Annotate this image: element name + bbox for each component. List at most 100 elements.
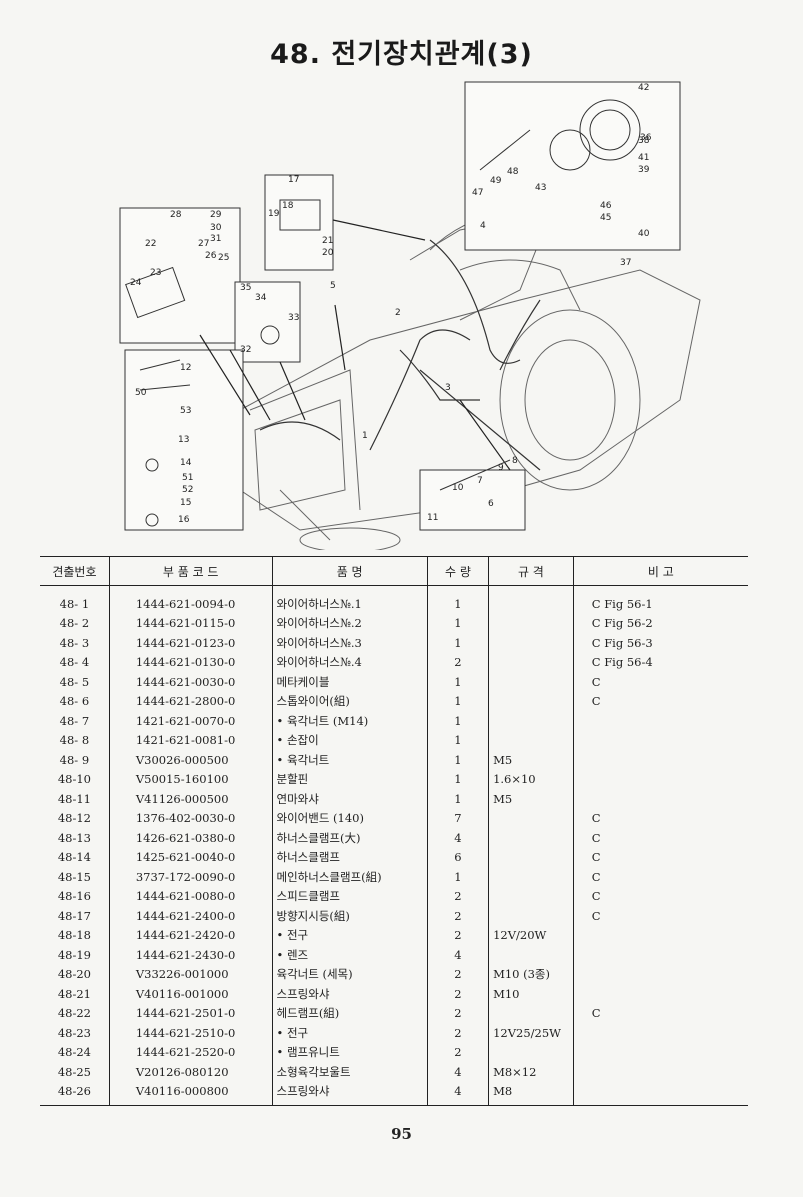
cell-no: 48- 4 (59, 655, 90, 670)
cell-no: 48-21 (57, 986, 91, 1001)
callout-number: 31 (210, 234, 221, 244)
cell-remark: C (572, 672, 748, 692)
cell-code: 1444-621-0030-0 (108, 672, 272, 692)
cell-qty: 2 (426, 964, 489, 984)
cell-code: V40116-000800 (108, 1081, 272, 1106)
callout-number: 27 (198, 239, 209, 249)
cell-remark: C (572, 691, 748, 711)
callout-number: 19 (268, 209, 280, 219)
cell-code: 1421-621-0081-0 (108, 730, 272, 750)
cell-remark (572, 925, 748, 945)
cell-code: 1426-621-0380-0 (108, 828, 272, 848)
callout-number: 10 (452, 483, 464, 493)
cell-qty: 2 (426, 925, 489, 945)
cell-name: 연마와샤 (271, 789, 428, 809)
cell-spec (488, 691, 574, 711)
cell-no: 48- 3 (59, 635, 90, 650)
cell-name: 와이어하너스№.1 (271, 585, 428, 614)
cell-spec (488, 847, 574, 867)
cell-no: 48-18 (57, 928, 91, 943)
cell-code: 1444-621-0115-0 (108, 613, 272, 633)
cell-no: 48-10 (57, 772, 91, 787)
cell-name: 와이어하너스№.3 (271, 633, 428, 653)
cell-no: 48- 7 (59, 713, 90, 728)
callout-number: 35 (240, 283, 251, 293)
cell-no: 48- 6 (59, 694, 90, 709)
callout-labels: 1234567891011121314151617181920212223242… (130, 83, 652, 525)
cell-qty: 1 (426, 750, 489, 770)
callout-number: 6 (488, 499, 494, 509)
cell-spec: 12V/20W (488, 925, 574, 945)
cell-remark: C (572, 906, 748, 926)
cell-no: 48-16 (57, 889, 91, 904)
cell-name: • 렌즈 (271, 945, 428, 965)
callout-number: 16 (178, 515, 190, 525)
cell-remark (572, 964, 748, 984)
cell-qty: 1 (426, 711, 489, 731)
callout-number: 47 (472, 188, 483, 198)
cell-remark (572, 1062, 748, 1082)
cell-qty: 4 (426, 828, 489, 848)
cell-name: 헤드램프(組) (271, 1003, 428, 1023)
cell-remark: C Fig 56-3 (572, 633, 748, 653)
cell-spec (488, 886, 574, 906)
cell-spec (488, 613, 574, 633)
cell-qty: 1 (426, 672, 489, 692)
cell-no: 48- 2 (59, 616, 90, 631)
cell-spec (488, 730, 574, 750)
cell-spec: M5 (488, 789, 574, 809)
callout-number: 13 (178, 435, 189, 445)
cell-name: 스프링와샤 (271, 984, 428, 1004)
page-number: 95 (391, 1125, 412, 1143)
cell-spec: M10 (3종) (488, 964, 574, 984)
header-spec: 규 격 (488, 556, 574, 586)
cell-code: 1444-621-2520-0 (108, 1042, 272, 1062)
callout-number: 28 (170, 210, 182, 220)
callout-number: 21 (322, 236, 333, 246)
callout-number: 25 (218, 253, 229, 263)
cell-spec (488, 945, 574, 965)
callout-number: 34 (255, 293, 267, 303)
cell-name: • 육각너트 (M14) (271, 711, 428, 731)
cell-spec (488, 867, 574, 887)
cell-name: • 램프유니트 (271, 1042, 428, 1062)
cell-no: 48-23 (57, 1025, 91, 1040)
callout-number: 17 (288, 175, 299, 185)
cell-remark: C (572, 1003, 748, 1023)
callout-number: 38 (638, 136, 650, 146)
callout-number: 9 (498, 463, 504, 473)
cell-spec (488, 828, 574, 848)
cell-code: 1444-621-0094-0 (108, 585, 272, 614)
cell-name: 스피드클램프 (271, 886, 428, 906)
callout-number: 24 (130, 278, 142, 288)
callout-number: 37 (620, 258, 631, 268)
tractor-body-sketch (239, 209, 701, 553)
cell-remark: C Fig 56-4 (572, 652, 748, 672)
cell-no: 48-15 (57, 869, 91, 884)
callout-number: 4 (480, 221, 486, 231)
cell-no: 48- 1 (59, 596, 90, 611)
callout-number: 12 (180, 363, 191, 373)
cell-remark: C Fig 56-2 (572, 613, 748, 633)
cell-qty: 2 (426, 652, 489, 672)
cell-qty: 4 (426, 945, 489, 965)
cell-no: 48-11 (57, 791, 91, 806)
cell-name: 와이어하너스№.2 (271, 613, 428, 633)
cell-no: 48-26 (40, 1081, 110, 1106)
callout-number: 33 (288, 313, 299, 323)
cell-qty: 1 (426, 867, 489, 887)
callout-number: 32 (240, 345, 251, 355)
cell-qty: 2 (426, 906, 489, 926)
cell-spec (488, 711, 574, 731)
